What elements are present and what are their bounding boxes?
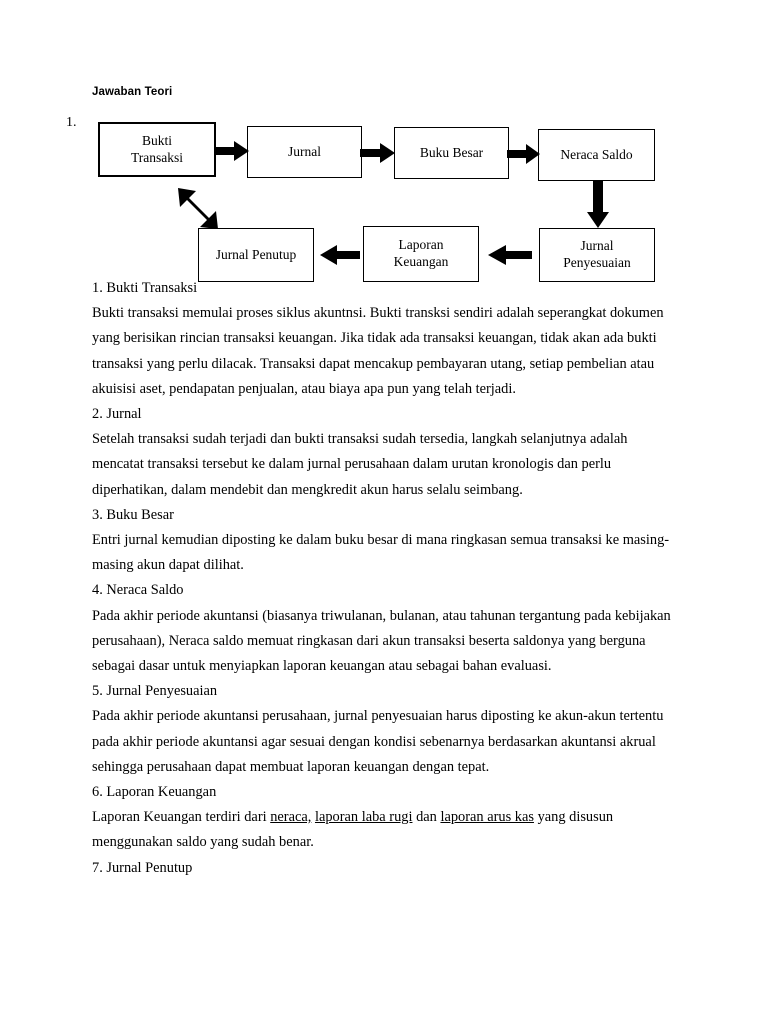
section-5-title: 5. Jurnal Penyesuaian: [92, 683, 218, 700]
section-5-body: Pada akhir periode akuntansi perusahaan,…: [92, 708, 664, 775]
arrow-right-jurnal-to-buku-besar: [360, 142, 396, 164]
flow-node-label: Jurnal Penutup: [215, 246, 297, 262]
section-6-text-3: dan: [412, 809, 441, 826]
list-number-marker: 1.: [66, 115, 77, 130]
link-neraca[interactable]: neraca,: [270, 809, 312, 826]
section-3-body: Entri jurnal kemudian diposting ke dalam…: [92, 532, 670, 574]
section-1-title: 1. Bukti Transaksi: [92, 280, 198, 296]
flow-node-neraca-saldo: Neraca Saldo: [538, 129, 655, 181]
flow-node-jurnal-penutup: Jurnal Penutup: [198, 228, 314, 282]
section-6-text-1: Laporan Keuangan terdiri dari: [92, 809, 271, 826]
arrow-upleft-jurnal-penutup-to-bukti-transaksi: [176, 186, 220, 230]
flow-node-buku-besar: Buku Besar: [394, 127, 509, 179]
arrow-right-buku-besar-to-neraca-saldo: [507, 143, 541, 165]
arrow-right-bukti-to-jurnal: [214, 140, 250, 162]
flow-node-label: Neraca Saldo: [560, 146, 633, 162]
section-1-body: Bukti transaksi memulai proses siklus ak…: [92, 305, 664, 397]
flow-node-jurnal: Jurnal: [247, 126, 362, 178]
flow-node-label: Buku Besar: [419, 144, 484, 160]
section-4-body: Pada akhir periode akuntansi (biasanya t…: [92, 607, 671, 675]
arrow-left-laporan-keuangan-to-jurnal-penutup: [319, 244, 361, 266]
section-6-body: Laporan Keuangan terdiri dari neraca, la…: [92, 805, 682, 855]
document-body: 1. Bukti Transaksi Bukti transaksi memul…: [92, 276, 682, 881]
link-laporan-laba-rugi[interactable]: laporan laba rugi: [314, 809, 413, 826]
section-6-text-4: yang disusun menggunakan saldo yang suda…: [92, 809, 614, 851]
link-laporan-arus-kas[interactable]: laporan arus kas: [440, 809, 534, 826]
section-6-title: 6. Laporan Keuangan: [92, 784, 217, 801]
flow-node-label: Jurnal: [288, 143, 321, 159]
section-7-title: 7. Jurnal Penutup: [92, 859, 193, 876]
arrow-down-neraca-saldo-to-jurnal-penyesuaian: [586, 181, 610, 229]
section-4-title: 4. Neraca Saldo: [92, 582, 184, 599]
page-title: Jawaban Teori: [92, 86, 173, 98]
section-2-title: 2. Jurnal: [92, 406, 142, 423]
arrow-left-jurnal-penyesuaian-to-laporan-keuangan: [487, 244, 533, 266]
section-2-body: Setelah transaksi sudah terjadi dan bukt…: [92, 431, 628, 498]
section-3-title: 3. Buku Besar: [92, 506, 174, 523]
